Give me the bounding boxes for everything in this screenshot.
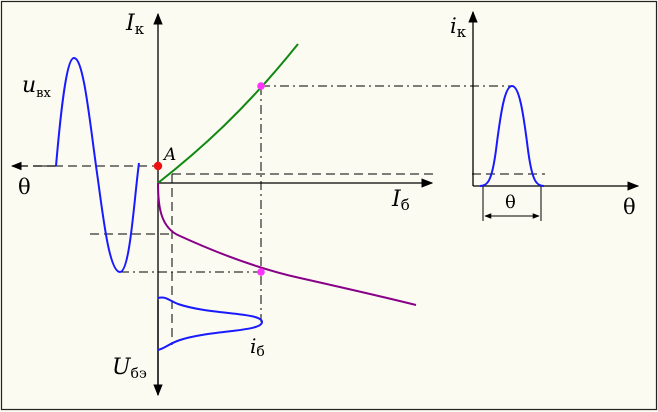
theta-right-label: θ [623, 195, 636, 219]
base-emitter-voltage-label: Uбэ [112, 355, 147, 382]
collector-current-pulse [479, 84, 545, 187]
transfer-characteristic-curve [157, 43, 299, 184]
input-voltage-label: uвх [22, 73, 51, 101]
operating-point-label: A [162, 145, 176, 165]
construction-lines [40, 85, 545, 345]
pulse-width-label: θ [505, 192, 516, 213]
base-current-axis-label: Iб [391, 187, 410, 214]
collector-current-pulse-label: iк [450, 14, 467, 41]
input-marker-point [257, 268, 265, 276]
input-voltage-waveform [55, 56, 140, 274]
transfer-marker-point [257, 82, 265, 90]
base-current-pulse [157, 296, 264, 351]
operating-point-marker [153, 161, 163, 171]
base-current-pulse-label: iб [250, 334, 265, 360]
collector-current-axis-label: Iк [125, 11, 145, 38]
theta-left-label: θ [18, 175, 31, 199]
input-characteristic-curve [157, 182, 417, 306]
